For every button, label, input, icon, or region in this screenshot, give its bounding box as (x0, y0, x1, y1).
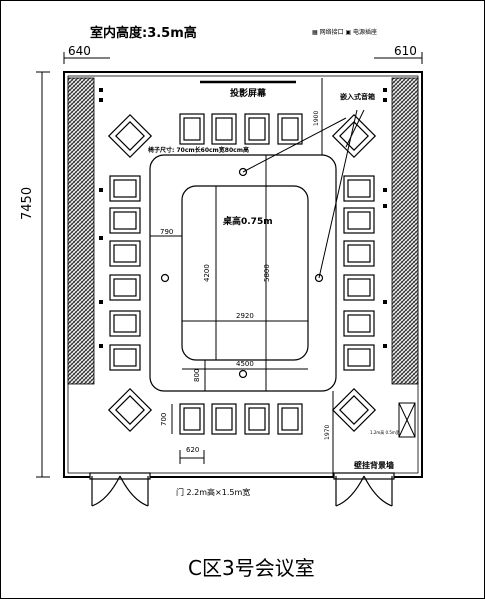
wall-display-label: 壁挂背景墙 (354, 461, 394, 470)
dimension-lines (36, 52, 423, 478)
left-wall-panel (67, 77, 95, 385)
cabinet (398, 402, 416, 438)
dim-620: 620 (186, 446, 200, 454)
dim-800: 800 (193, 368, 201, 382)
dim-790: 790 (160, 228, 174, 236)
table-outer (149, 154, 337, 392)
table-inner (181, 185, 309, 361)
projection-screen-label: 投影屏幕 (230, 89, 267, 99)
dim-4500: 4500 (236, 360, 254, 368)
speaker-leaders (242, 109, 365, 279)
dim-right-margin: 610 (394, 44, 417, 58)
door-left (89, 472, 151, 507)
left-chairs (109, 175, 141, 371)
door-right (333, 472, 395, 507)
dim-1900: 1900 (313, 110, 320, 126)
bottom-chairs (179, 403, 303, 435)
legend-label: ▦ 网络接口 ▣ 电源插座 (312, 29, 378, 36)
speaker-circles (160, 167, 324, 379)
dim-1970: 1970 (324, 424, 331, 440)
wall-outlets (99, 88, 387, 348)
right-chairs (343, 175, 375, 371)
room-name-title: C区3号会议室 (188, 556, 315, 580)
dim-left-margin: 640 (68, 44, 91, 58)
ceiling-height-label: 室内高度:3.5m高 (90, 26, 197, 41)
table-height-label: 桌高0.75m (223, 217, 273, 227)
top-chairs (179, 113, 303, 145)
chair-size-label: 椅子尺寸: 70cm长60cm宽80cm高 (148, 147, 249, 154)
door-label: 门 2.2m高×1.5m宽 (176, 488, 251, 497)
dim-700: 700 (160, 412, 168, 426)
corner-chairs (107, 113, 377, 433)
outer-wall (63, 71, 423, 478)
small-note-label: 1.2m高 0.5m宽 (370, 430, 400, 435)
dim-4200: 4200 (203, 264, 211, 282)
dim-5800: 5800 (263, 264, 271, 282)
right-wall-panel (391, 77, 419, 385)
dim-2920: 2920 (236, 312, 254, 320)
speaker-label: 嵌入式音箱 (340, 93, 375, 101)
dim-room-length: 7450 (20, 186, 35, 220)
